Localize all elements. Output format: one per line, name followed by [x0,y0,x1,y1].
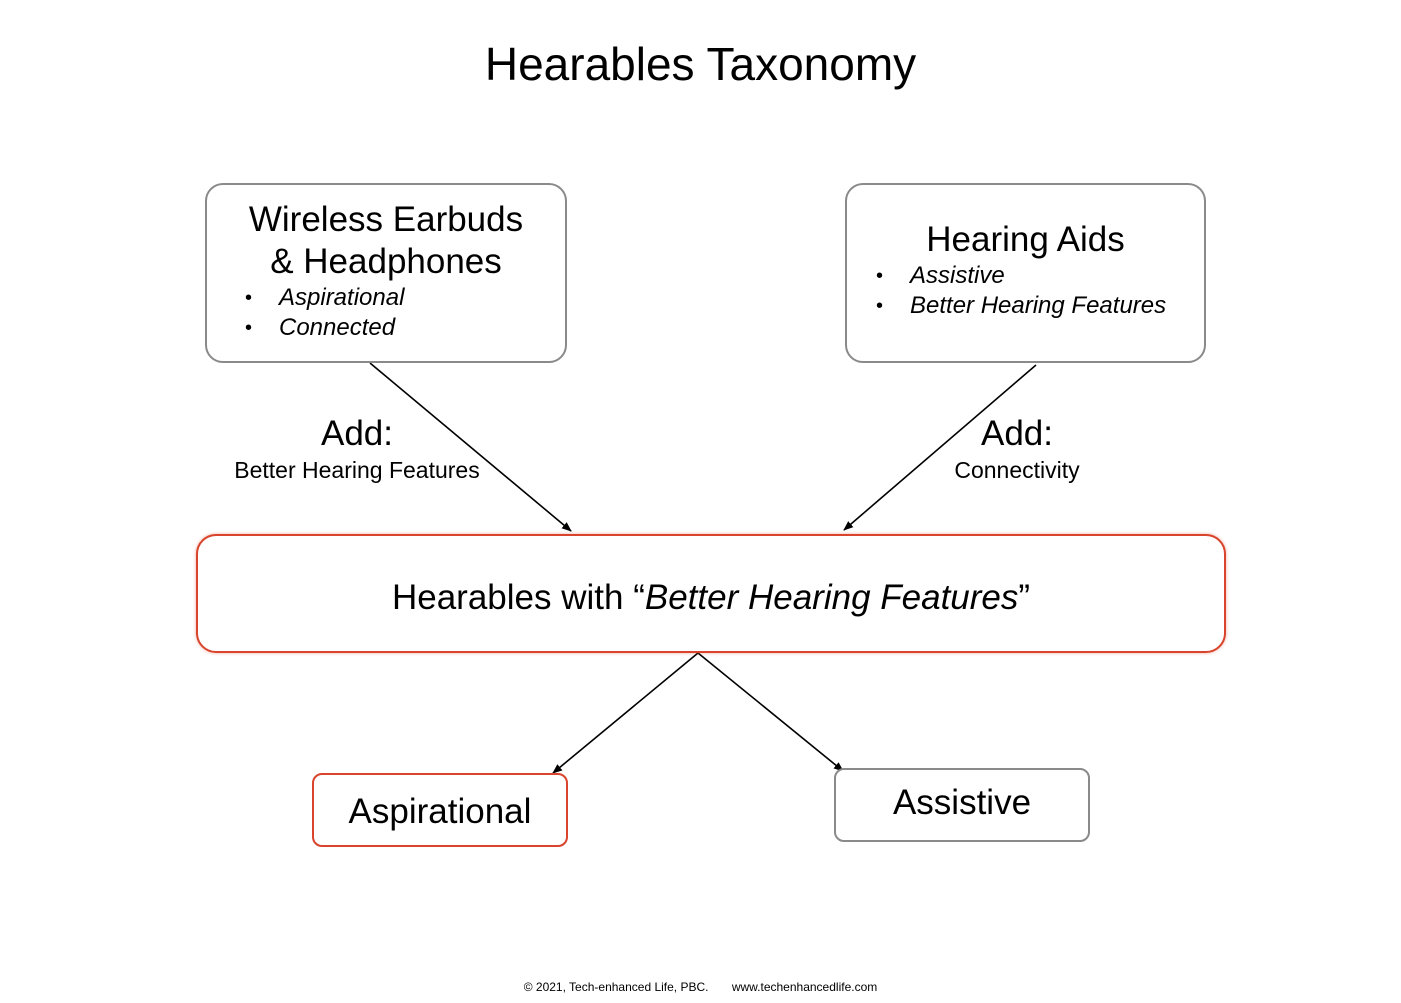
bullet-item: • Connected [245,313,565,343]
arrow-earbuds-to-hearables [369,362,572,532]
node-hearing-aids: Hearing Aids • Assistive • Better Hearing … [845,183,1206,363]
diagram-title: Hearables Taxonomy [484,38,917,90]
bullet-text: Better Hearing Features [910,292,1167,319]
footer-website: www.techenhancedlife.com [731,980,878,994]
footer-copyright: © 2021, Tech-enhanced Life, PBC. [523,980,709,994]
edge-label-left-heading: Add: [321,414,393,453]
edge-label-left: Add: Better Hearing Features [207,414,507,486]
bullet-text: Assistive [910,262,1005,289]
node-hearables-label: Hearables with “Better Hearing Features” [198,540,1224,655]
node-wireless-earbuds: Wireless Earbuds & Headphones • Aspiratio… [205,183,567,363]
node-earbuds-title-line2: & Headphones [270,242,502,281]
bullet-text: Aspirational [279,284,405,311]
node-aspirational: Aspirational [312,773,568,847]
bullet-dot-icon: • [245,287,253,309]
edge-label-right-heading: Add: [981,414,1053,453]
bullet-item: • Better Hearing Features [876,291,1204,321]
node-hearables-prefix: Hearables with “ [391,577,645,617]
node-assistive-label: Assistive [892,783,1032,822]
node-earbuds-bullets: • Aspirational • Connected [245,283,565,343]
node-hearables-better-hearing: Hearables with “Better Hearing Features” [196,534,1226,653]
footer: © 2021, Tech-enhanced Life, PBC. www.tec… [0,979,1401,995]
node-assistive: Assistive [834,768,1090,842]
bullet-item: • Assistive [876,261,1204,291]
node-aids-bullets: • Assistive • Better Hearing Features [876,261,1204,321]
node-aspirational-label: Aspirational [348,792,532,831]
bullet-dot-icon: • [876,265,884,287]
bullet-item: • Aspirational [245,283,565,313]
edge-label-right-detail: Connectivity [954,457,1080,483]
edge-label-left-detail: Better Hearing Features [234,457,480,483]
bullet-dot-icon: • [245,317,253,339]
node-hearables-emphasis: Better Hearing Features [644,577,1019,617]
node-hearables-suffix: ” [1018,577,1031,617]
bullet-dot-icon: • [876,295,884,317]
bullet-text: Connected [279,314,396,341]
edge-label-right: Add: Connectivity [867,414,1167,486]
arrow-hearables-to-aspirational [552,652,699,774]
arrow-hearables-to-assistive [697,652,844,772]
node-aids-title: Hearing Aids [926,220,1125,259]
arrow-aids-to-hearables [843,364,1037,531]
node-earbuds-title-line1: Wireless Earbuds [248,200,524,239]
node-earbuds-title: Wireless Earbuds & Headphones [207,199,565,283]
